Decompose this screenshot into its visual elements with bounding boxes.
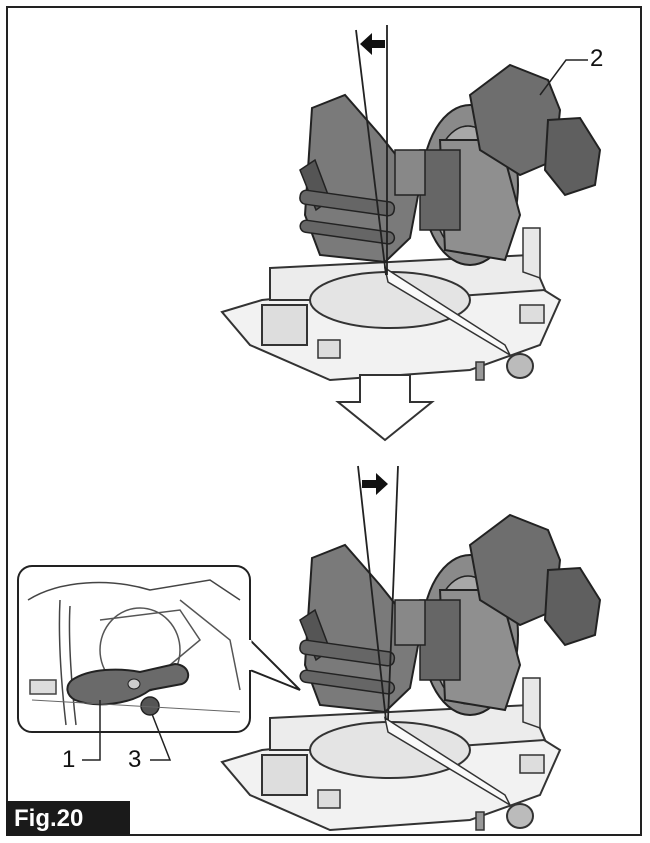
callout-2: 2 bbox=[590, 45, 604, 72]
inset-detail bbox=[17, 565, 301, 733]
callout-1: 1 bbox=[62, 746, 76, 773]
callout-3: 3 bbox=[128, 746, 142, 773]
figure-label: Fig.20 bbox=[6, 801, 130, 836]
